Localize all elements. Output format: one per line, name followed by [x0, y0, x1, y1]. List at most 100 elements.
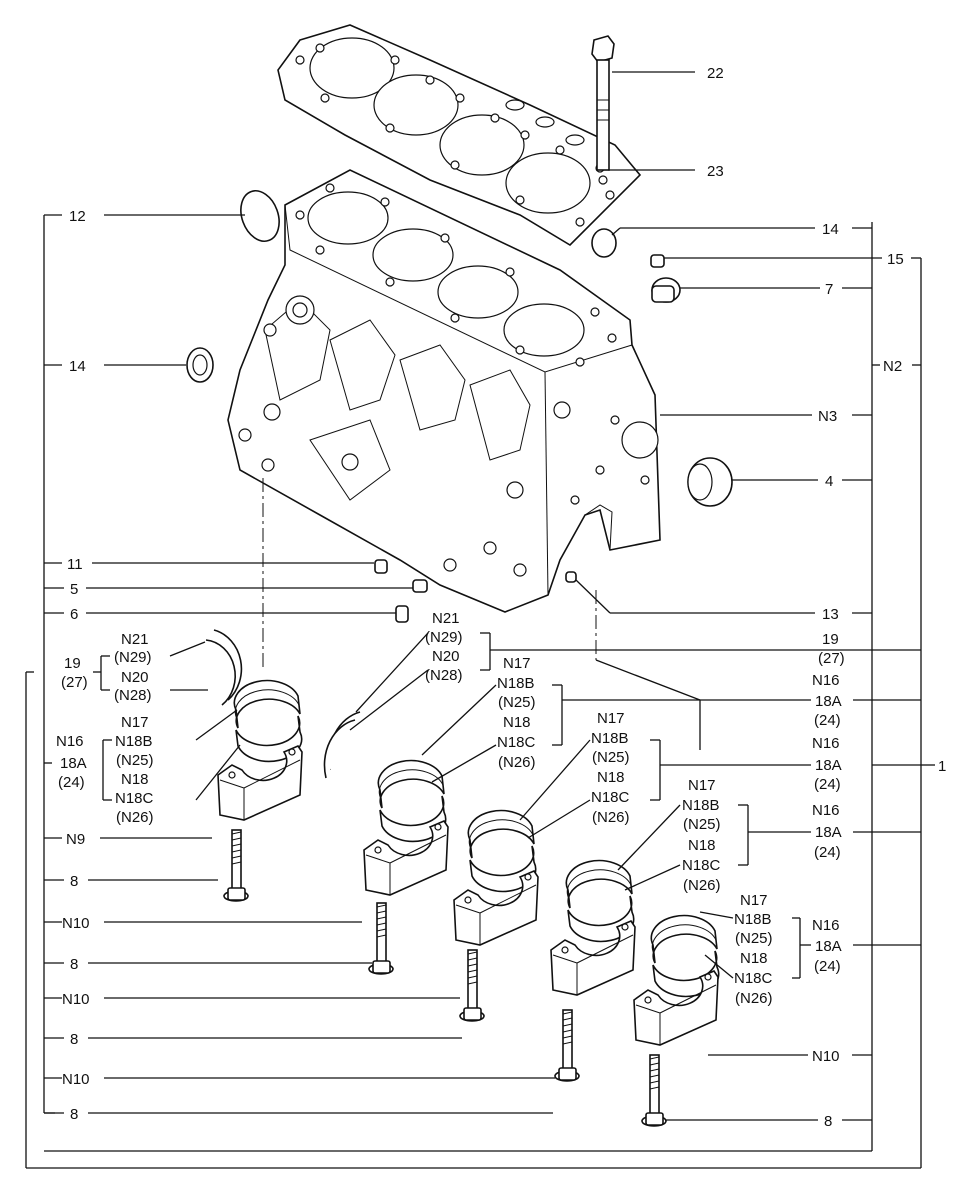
cap-plug: [651, 277, 681, 303]
bearing-cap: [550, 920, 636, 996]
head-bolt: [591, 35, 615, 171]
label-24: (24): [814, 958, 841, 975]
callout-23: 23: [707, 163, 724, 180]
label-N18: N18: [503, 714, 531, 731]
label-N18C: N18C: [591, 789, 630, 806]
callout-1: 1: [938, 758, 946, 775]
callout-8-4: 8: [70, 1106, 78, 1123]
callout-8-1: 8: [70, 873, 78, 890]
plug-11: [374, 559, 388, 574]
label-N25: (N25): [116, 752, 154, 769]
cylinder-block: [227, 169, 661, 613]
cap-bolt: [223, 829, 249, 902]
main-bearings: [217, 679, 720, 1127]
label-24: (24): [58, 774, 85, 791]
bushing: [687, 457, 733, 507]
label-N26: (N26): [735, 990, 773, 1007]
label-N18B: N18B: [115, 733, 153, 750]
bearing-shell-lower: [469, 845, 537, 893]
right-19-labels: 19 (27): [818, 631, 845, 667]
bearing-assembly-2: [363, 759, 449, 975]
leader-lines: [25, 71, 935, 1169]
label-N18: N18: [740, 950, 768, 967]
dowel-pin: [598, 175, 608, 185]
label-N17: N17: [688, 777, 716, 794]
bearing-shell-lower: [567, 895, 635, 943]
label-N18C: N18C: [497, 734, 536, 751]
label-N21-center: N21: [432, 610, 460, 627]
callout-N9: N9: [66, 831, 85, 848]
label-19: 19: [64, 655, 81, 672]
label-N17: N17: [121, 714, 149, 731]
bearing-shell-lower: [235, 715, 303, 763]
cap-bolt: [459, 949, 485, 1022]
label-N21: N21: [121, 631, 149, 648]
label-N28: (N28): [114, 687, 152, 704]
callout-7: 7: [825, 281, 833, 298]
bearing-shell-upper: [565, 859, 633, 909]
callout-8-5: 8: [824, 1113, 832, 1130]
bearing-cap: [363, 820, 449, 896]
bearing-shell-upper: [650, 914, 718, 964]
label-24: (24): [814, 712, 841, 729]
label-N26: (N26): [683, 877, 721, 894]
label-N18B: N18B: [497, 675, 535, 692]
bearing-assembly-5: [633, 914, 720, 1127]
label-N25: (N25): [683, 816, 721, 833]
callout-15: 15: [887, 251, 904, 268]
label-N25: (N25): [592, 749, 630, 766]
label-N25: (N25): [735, 930, 773, 947]
label-N18C: N18C: [682, 857, 721, 874]
label-N18: N18: [688, 837, 716, 854]
bearing-shell-upper: [467, 809, 535, 859]
bearing-shell-lower: [379, 795, 447, 843]
label-N26: (N26): [116, 809, 154, 826]
expansion-plug: [240, 190, 280, 242]
bearing-assembly-1: [217, 679, 303, 902]
label-N16: N16: [812, 735, 840, 752]
label-18A: 18A: [60, 755, 87, 772]
oil-seal-left: [186, 347, 214, 383]
callout-8-2: 8: [70, 956, 78, 973]
plug-13: [565, 571, 577, 583]
label-N26: (N26): [592, 809, 630, 826]
label-N17: N17: [597, 710, 625, 727]
head-gasket: [277, 24, 642, 247]
label-27: (27): [61, 674, 88, 691]
label-N18B: N18B: [591, 730, 629, 747]
expansion-plug-small: [591, 228, 617, 258]
bearing-assembly-4: [550, 859, 636, 1082]
label-N25: (N25): [498, 694, 536, 711]
label-19-right: 19: [822, 631, 839, 648]
bearing-cap: [217, 745, 303, 821]
bearing-group-3-labels: N17 N18B (N25) N18 N18C (N26) N16 18A (2…: [682, 777, 842, 894]
plug-6: [395, 605, 409, 623]
label-N16: N16: [812, 802, 840, 819]
callout-6: 6: [70, 606, 78, 623]
callout-labels: 22 23 12 14 15 7 N2 14 N3 4 11 5 6 13 1 …: [62, 65, 946, 1130]
label-N29: (N29): [114, 649, 152, 666]
label-N16: N16: [812, 917, 840, 934]
label-N20: N20: [121, 669, 149, 686]
bearing-assembly-3: [453, 809, 539, 1022]
bearing-cap: [453, 870, 539, 946]
label-18A: 18A: [815, 824, 842, 841]
label-N18B: N18B: [734, 911, 772, 928]
callout-14-right: 14: [822, 221, 839, 238]
bearing-group-2-labels: N17 N18B (N25) N18 N18C (N26) N16 18A (2…: [591, 710, 842, 826]
cap-bolt: [641, 1054, 667, 1127]
callout-N10-1: N10: [62, 915, 90, 932]
cap-bolt: [368, 902, 394, 975]
label-24: (24): [814, 844, 841, 861]
label-N28-center: (N28): [425, 667, 463, 684]
label-N18C: N18C: [734, 970, 773, 987]
bearing-shell-upper: [233, 679, 301, 729]
callout-N2: N2: [883, 358, 902, 375]
label-N20-center: N20: [432, 648, 460, 665]
label-24: (24): [814, 776, 841, 793]
label-N18: N18: [597, 769, 625, 786]
callout-4: 4: [825, 473, 833, 490]
label-N18B: N18B: [682, 797, 720, 814]
label-N17: N17: [503, 655, 531, 672]
